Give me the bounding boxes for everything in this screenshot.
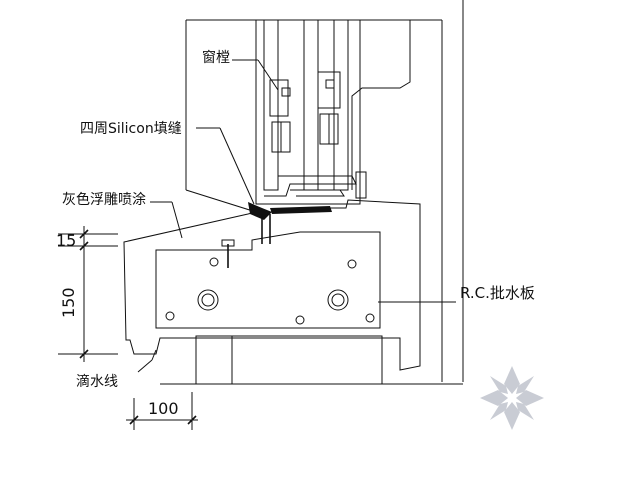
dim-drip-width: 100: [148, 399, 179, 418]
rc-sill-label: R.C.批水板: [460, 284, 535, 302]
rc-sill-body: [123, 199, 421, 371]
drip-line-label: 滴水线: [76, 373, 118, 390]
leader-lines: [137, 59, 456, 373]
window-frame-profile: [255, 19, 411, 205]
window-frame-label: 窗樘: [202, 49, 230, 66]
silicon-seal-label: 四周Silicon填缝: [80, 121, 182, 137]
dimension-lines: [58, 226, 198, 430]
lower-wall: [160, 335, 463, 385]
watermark-logo: [480, 366, 544, 430]
gray-spray-label: 灰色浮雕喷涂: [62, 191, 146, 208]
dim-sill-height: 150: [59, 287, 78, 318]
dim-top-offset: 15: [56, 231, 76, 250]
